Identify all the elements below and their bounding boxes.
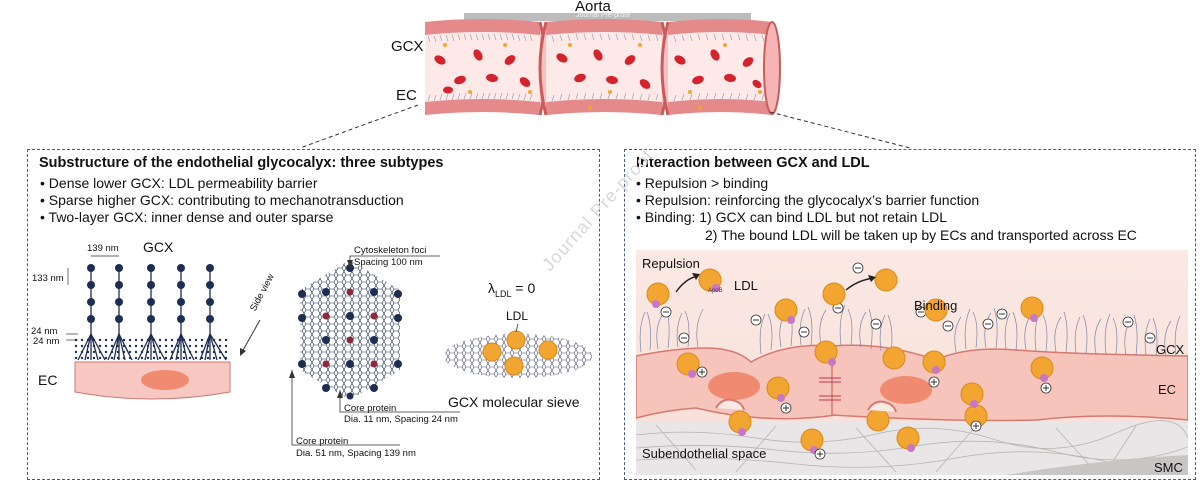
smc-layer <box>1006 455 1188 475</box>
repulsion-arrowhead-2 <box>868 275 876 282</box>
side-view-arrow <box>241 319 261 353</box>
left-panel-title: Substructure of the endothelial glycocal… <box>39 155 444 171</box>
core1-title: Core protein <box>344 403 397 414</box>
aorta-ec-label: EC <box>396 87 417 104</box>
header-band-text: Journal Pre-proof <box>576 12 631 19</box>
connector-left <box>299 104 419 149</box>
aorta-gcx-fibres <box>427 33 765 102</box>
aorta-ldl-dots <box>443 43 762 110</box>
repulsion-arrowhead-1 <box>692 273 700 280</box>
side-ec-label: EC <box>38 372 58 388</box>
lambda-value: = 0 <box>511 280 536 296</box>
right-bullet-3: • Binding: 1) GCX can bind LDL but not r… <box>636 209 948 225</box>
smc-label: SMC <box>1154 460 1183 475</box>
negative-charge-signs <box>663 267 1153 339</box>
illustration-gcx-label: GCX <box>1156 342 1185 357</box>
header-band <box>464 13 751 21</box>
right-panel <box>624 149 1196 480</box>
subendo-label: Subendothelial space <box>642 446 767 461</box>
illustration-ec-label: EC <box>1158 382 1177 397</box>
lambda-subscript: LDL <box>495 288 512 299</box>
hex-lattice <box>300 260 400 400</box>
dim-24b-label: 24 nm <box>33 336 60 347</box>
apob-label: ApoB <box>708 288 723 294</box>
ec-nucleus <box>141 370 189 390</box>
aorta-gcx-label: GCX <box>391 38 424 55</box>
cytoskeleton-foci <box>322 288 378 368</box>
sieve-ldl-label: LDL <box>506 309 529 323</box>
dim-24a-label: 24 nm <box>31 326 58 337</box>
sieve-ldl-particles <box>482 330 558 376</box>
core2-dims: Dia. 51 nm, Spacing 139 nm <box>296 448 416 459</box>
lambda-label: λLDL = 0 <box>488 280 535 299</box>
gcx-ldl-illustration: Repulsion LDL Binding GCX EC Subendothel… <box>636 250 1188 475</box>
vessel-segment-1 <box>425 19 548 116</box>
gcx-molecular-sieve: λLDL = 0 LDL GCX molecular sieve <box>440 276 600 416</box>
gcx-top-view: Cytoskeleton foci Spacing 100 nm Core pr… <box>280 240 470 460</box>
core-protein-large <box>298 264 402 400</box>
apob-patches <box>652 284 1048 454</box>
right-bullet-1: • Repulsion > binding <box>636 175 769 191</box>
ldl-label: LDL <box>734 278 758 293</box>
lambda-symbol: λ <box>488 280 495 296</box>
cyto-spacing: Spacing 100 nm <box>354 257 423 268</box>
core1-dims: Dia. 11 nm, Spacing 24 nm <box>344 414 458 425</box>
right-panel-title: Interaction between GCX and LDL <box>636 155 870 171</box>
aorta-illustration: Aorta Journal Pre-proof GCX EC <box>0 0 1200 150</box>
red-blood-cells <box>434 49 762 94</box>
aorta-label: Aorta <box>575 0 611 15</box>
aorta-svg <box>299 13 911 149</box>
left-bullet-1: • Dense lower GCX: LDL permeability barr… <box>40 175 318 191</box>
endocytic-pit-1 <box>715 398 745 411</box>
ec-nucleus-right <box>880 376 932 404</box>
left-bullet-2: • Sparse higher GCX: contributing to mec… <box>40 192 404 208</box>
vessel-segment-2 <box>538 19 670 116</box>
right-bullet-2: • Repulsion: reinforcing the glycocalyx’… <box>636 192 980 208</box>
cyto-title: Cytoskeleton foci <box>354 245 427 256</box>
leader-arrow-2 <box>337 390 343 398</box>
endocytic-pit-2 <box>867 400 897 413</box>
vessel-segment-3 <box>660 19 781 116</box>
dim-133-label: 133 nm <box>32 273 64 284</box>
left-panel <box>27 149 600 480</box>
repulsion-label: Repulsion <box>642 256 700 271</box>
side-gcx-label: GCX <box>143 239 174 255</box>
cell-junction <box>819 377 841 401</box>
positive-charge-signs <box>699 369 1049 457</box>
negative-charges <box>660 262 1156 344</box>
sparse-higher-gcx <box>87 264 214 323</box>
dim-139-label: 139 nm <box>87 243 119 254</box>
core2-title: Core protein <box>296 436 349 447</box>
ldl-pointer <box>515 323 519 333</box>
leader-arrow-1 <box>347 260 353 268</box>
connector-right <box>769 111 911 149</box>
leader-arrow-3 <box>289 370 295 378</box>
right-bullet-4: 2) The bound LDL will be taken up by ECs… <box>705 227 1137 243</box>
binding-label: Binding <box>914 298 958 313</box>
sieve-caption: GCX molecular sieve <box>448 394 580 410</box>
ec-nucleus-left <box>708 372 760 400</box>
gcx-side-view: 139 nm GCX 133 nm 24 nm 24 nm EC Side vi… <box>30 230 277 410</box>
dimension-lines <box>66 255 119 341</box>
left-bullet-3: • Two-layer GCX: inner dense and outer s… <box>40 209 334 225</box>
side-view-arrowhead <box>240 348 246 356</box>
dense-lower-gcx <box>74 338 228 360</box>
